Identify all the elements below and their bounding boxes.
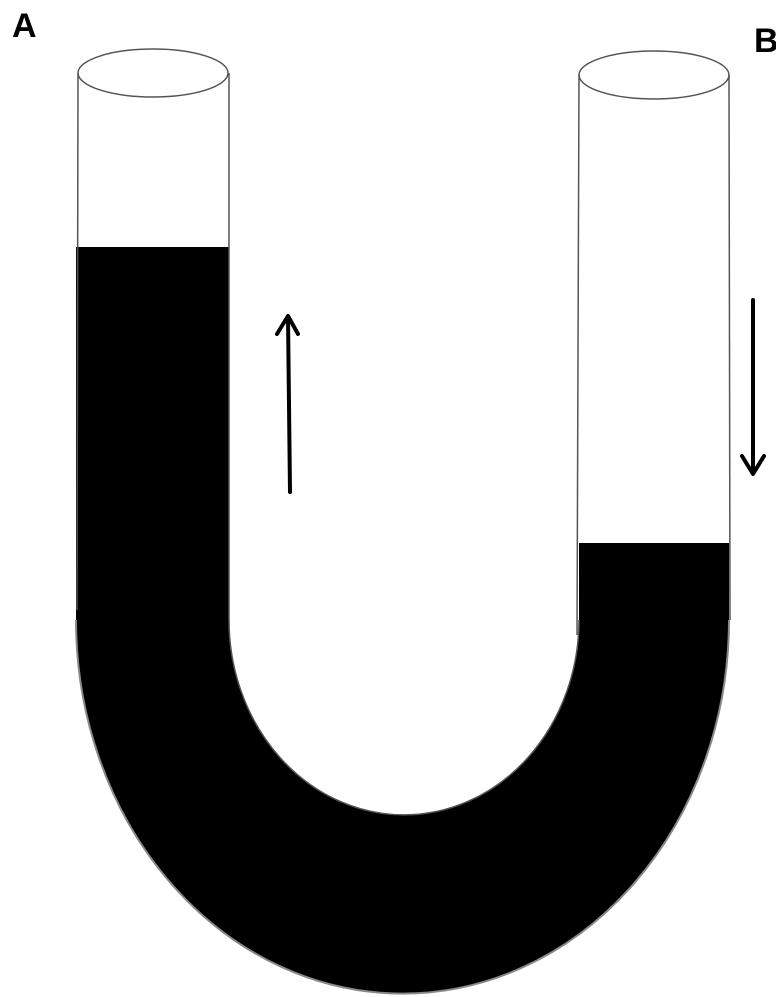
tube-a-label: A bbox=[12, 7, 37, 45]
down-arrow-icon bbox=[742, 300, 764, 474]
tube-b-label: B bbox=[754, 22, 776, 60]
liquid-fill bbox=[76, 247, 729, 994]
left-tube-opening bbox=[78, 49, 228, 97]
up-arrow-icon bbox=[277, 316, 298, 492]
right-tube-opening bbox=[579, 51, 729, 99]
